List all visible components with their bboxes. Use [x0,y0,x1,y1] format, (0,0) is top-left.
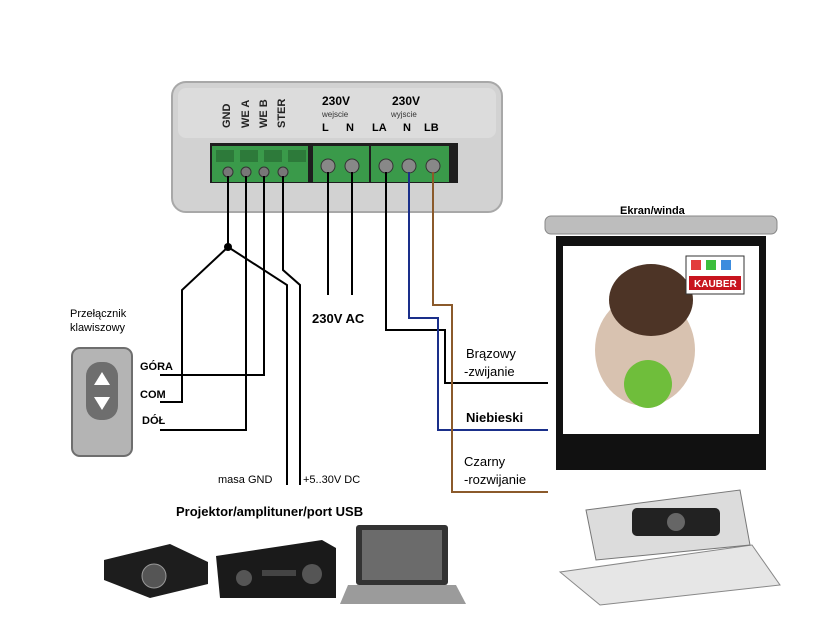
switch-title-line1: Przełącznik [70,308,127,320]
devices-label: Projektor/amplituner/port USB [176,504,364,519]
masa-label: masa GND [218,474,273,486]
terminal-ster-label: STER [276,98,288,128]
controller-box [171,81,503,213]
input-caption: wejscie [322,110,349,119]
output-pin-n: N [403,122,411,134]
laptop-icon [340,525,466,604]
wires [160,172,548,493]
junction-dot [224,243,232,251]
black-label-line2: -rozwijanie [464,472,527,487]
terminal-we-a-label: WE A [240,99,252,128]
dol-label: DÓŁ [142,415,166,427]
screen-title: Ekran/winda [620,205,685,217]
projection-screen-icon [544,215,778,470]
amplifier-icon [216,540,336,598]
brown-label-line2: -zwijanie [464,364,515,379]
brown-label-line1: Brązowy [466,346,516,361]
dc-label: +5..30V DC [303,474,361,486]
output-caption: wyjscie [391,110,417,119]
output-pin-lb: LB [424,122,439,134]
projector-lift-icon [558,489,781,606]
black-label-line1: Czarny [464,454,506,469]
switch-icon [71,347,133,457]
com-label: COM [140,389,166,401]
output-pin-la: LA [372,122,387,134]
input-pin-l: L [322,122,329,134]
switch-title-line2: klawiszowy [70,322,126,334]
terminal-gnd-label: GND [221,103,233,128]
output-voltage-label: 230V [392,94,421,108]
gora-label: GÓRA [140,361,173,373]
blue-label: Niebieski [466,410,524,425]
terminal-we-b-label: WE B [258,99,270,128]
projector-icon [104,544,208,598]
input-pin-n: N [346,122,354,134]
ac-label: 230V AC [312,311,365,326]
input-voltage-label: 230V [322,94,351,108]
brand-label: KAUBER [694,279,737,290]
